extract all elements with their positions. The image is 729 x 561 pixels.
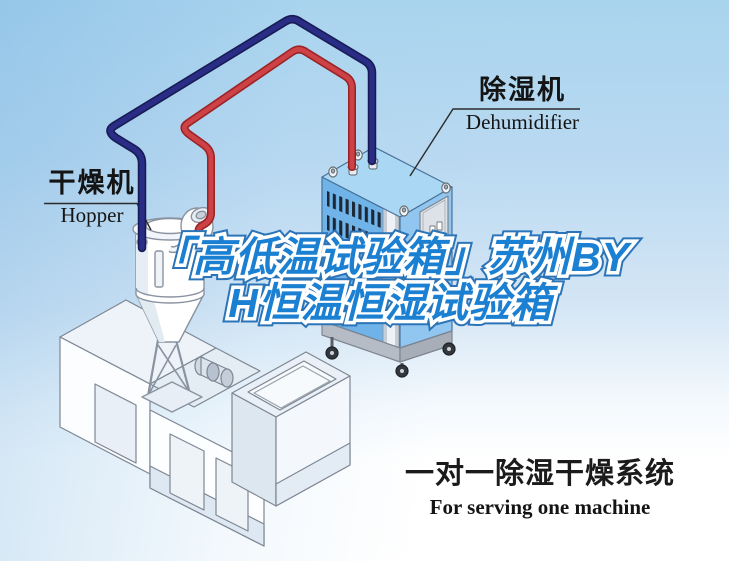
dehumidifier-unit xyxy=(321,146,456,378)
caster-wheels xyxy=(325,337,456,378)
hopper-dryer xyxy=(132,206,214,413)
dehumidifier-label-en: Dehumidifier xyxy=(465,110,580,135)
caption: 一对一除湿干燥系统 For serving one machine xyxy=(388,458,692,520)
hopper-label: 干燥机 Hopper xyxy=(40,169,144,227)
dehumidifier-label: 除湿机 Dehumidifier xyxy=(450,76,595,134)
cyclone-separator xyxy=(168,206,214,254)
label-leader-lines xyxy=(44,108,580,231)
hopper-leader-line xyxy=(44,202,152,231)
dehumidifier-leader-line xyxy=(409,108,580,177)
dehumidifier-label-zh: 除湿机 xyxy=(479,75,566,105)
hopper-label-en: Hopper xyxy=(60,203,124,228)
caption-en: For serving one machine xyxy=(429,494,651,519)
caption-zh: 一对一除湿干燥系统 xyxy=(404,458,675,490)
pipes xyxy=(106,15,377,253)
extruder-machine xyxy=(59,299,351,547)
hopper-label-zh: 干燥机 xyxy=(48,168,136,198)
